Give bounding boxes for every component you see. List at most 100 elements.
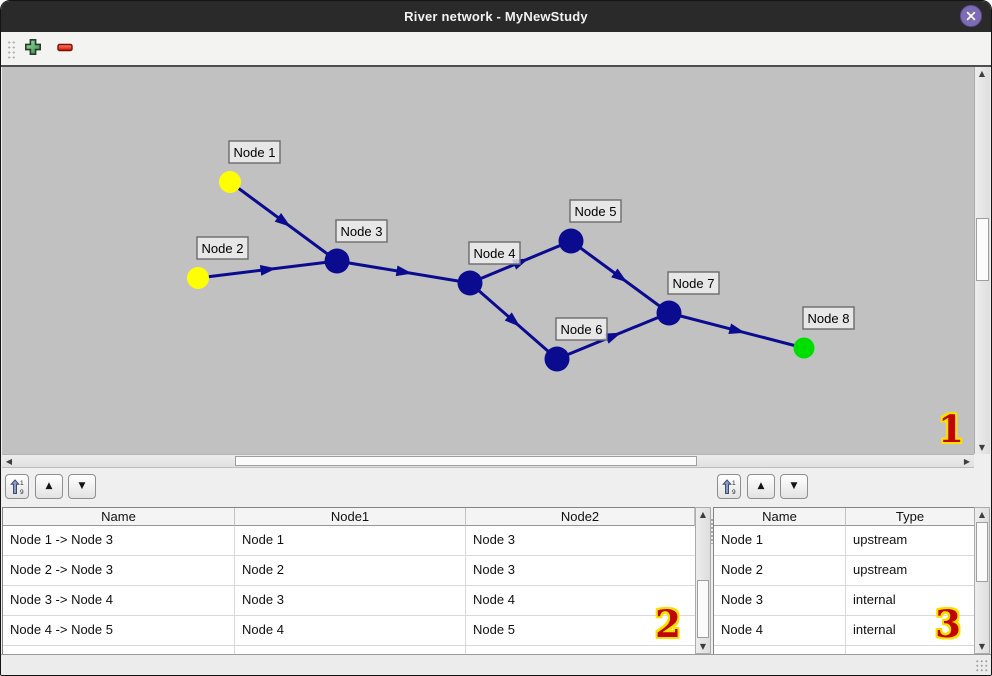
svg-text:9: 9: [732, 489, 736, 496]
table-cell: Node 4: [714, 616, 846, 646]
links-sort-button[interactable]: 1 9: [5, 474, 29, 499]
table-cell: Node 4 -> Node 5: [3, 616, 235, 646]
edge-arrow-icon: [274, 212, 291, 227]
resize-grip-icon[interactable]: [975, 659, 988, 672]
edge-arrow-icon: [259, 264, 277, 276]
vscroll-thumb[interactable]: [976, 522, 988, 582]
column-header[interactable]: Node2: [466, 508, 695, 526]
scroll-left-icon[interactable]: ◀: [5, 457, 13, 466]
network-node-node-1[interactable]: [219, 171, 241, 193]
svg-text:Node 4: Node 4: [474, 246, 516, 261]
network-node-node-2[interactable]: [187, 267, 209, 289]
network-node-node-4[interactable]: [457, 270, 483, 296]
svg-text:Node 1: Node 1: [234, 145, 276, 160]
remove-node-button[interactable]: [52, 36, 77, 61]
hscroll-thumb[interactable]: [235, 456, 697, 466]
table-cell: Node 1: [235, 526, 466, 556]
svg-text:1: 1: [20, 479, 24, 486]
table-cell: Node 1: [714, 526, 846, 556]
plus-icon: [24, 39, 41, 55]
node-label: Node 7: [667, 271, 720, 295]
vscroll-thumb[interactable]: [976, 218, 989, 281]
table-cell: Node 4: [235, 616, 466, 646]
down-triangle-icon: ▼: [78, 481, 86, 491]
window-title: River network - MyNewStudy: [404, 9, 588, 24]
close-button[interactable]: [960, 5, 982, 27]
table-cell: Node 4: [466, 586, 695, 616]
down-triangle-icon: ▼: [790, 481, 798, 491]
column-header[interactable]: Name: [714, 508, 846, 526]
sort-1-9-icon: 1 9: [10, 478, 24, 496]
sort-1-9-icon: 1 9: [722, 478, 736, 496]
svg-text:Node 2: Node 2: [202, 241, 244, 256]
edge-arrow-icon: [728, 323, 746, 334]
network-node-node-6[interactable]: [544, 346, 570, 372]
scroll-up-icon[interactable]: ▲: [978, 510, 986, 519]
nodes-move-down-button[interactable]: ▼: [780, 474, 808, 499]
links-move-down-button[interactable]: ▼: [68, 474, 96, 499]
scroll-down-icon[interactable]: ▼: [699, 642, 707, 651]
canvas-hscrollbar[interactable]: ◀ ▶: [2, 454, 974, 468]
table-cell: Node 3: [714, 586, 846, 616]
scroll-down-icon[interactable]: ▼: [978, 642, 986, 651]
table-cell: Node 2: [235, 556, 466, 586]
statusbar: [1, 654, 991, 675]
minus-icon: [56, 43, 73, 52]
column-header[interactable]: Name: [3, 508, 235, 526]
table-cell: upstream: [846, 526, 975, 556]
column-header[interactable]: Type: [846, 508, 975, 526]
edge-arrow-icon: [395, 265, 413, 277]
scroll-up-icon[interactable]: ▲: [978, 69, 986, 78]
tables-splitter-handle-icon[interactable]: [710, 518, 715, 544]
node-label: Node 1: [228, 140, 281, 164]
table-cell: Node 2: [714, 556, 846, 586]
vscroll-thumb[interactable]: [697, 580, 709, 638]
links-move-up-button[interactable]: ▲: [35, 474, 63, 499]
network-node-node-3[interactable]: [324, 248, 350, 274]
node-label: Node 5: [569, 199, 622, 223]
svg-text:Node 3: Node 3: [341, 224, 383, 239]
table-cell: Node 1 -> Node 3: [3, 526, 235, 556]
table-cell: internal: [846, 616, 975, 646]
titlebar[interactable]: River network - MyNewStudy: [1, 1, 991, 32]
links-table-vscrollbar[interactable]: ▲ ▼: [695, 507, 711, 654]
up-triangle-icon: ▲: [757, 481, 765, 491]
edge-arrow-icon: [504, 312, 521, 327]
table-cell: Node 2 -> Node 3: [3, 556, 235, 586]
toolbar-drag-handle-icon[interactable]: [7, 40, 16, 60]
scroll-up-icon[interactable]: ▲: [699, 510, 707, 519]
network-node-node-5[interactable]: [558, 228, 584, 254]
svg-text:Node 5: Node 5: [575, 204, 617, 219]
nodes-sort-button[interactable]: 1 9: [717, 474, 741, 499]
nodes-move-up-button[interactable]: ▲: [747, 474, 775, 499]
main-toolbar: [1, 32, 991, 67]
column-header[interactable]: Node1: [235, 508, 466, 526]
nodes-table-vscrollbar[interactable]: ▲ ▼: [974, 507, 990, 654]
scroll-down-icon[interactable]: ▼: [978, 443, 986, 452]
network-node-node-7[interactable]: [656, 300, 682, 326]
node-label: Node 8: [802, 306, 855, 330]
canvas-vscrollbar[interactable]: ▲ ▼: [974, 67, 990, 454]
scroll-right-icon[interactable]: ▶: [963, 457, 971, 466]
network-node-node-8[interactable]: [793, 337, 815, 359]
table-cell: internal: [846, 586, 975, 616]
table-row-partial: [714, 646, 975, 655]
add-node-button[interactable]: [20, 36, 45, 61]
node-label: Node 2: [196, 236, 249, 260]
